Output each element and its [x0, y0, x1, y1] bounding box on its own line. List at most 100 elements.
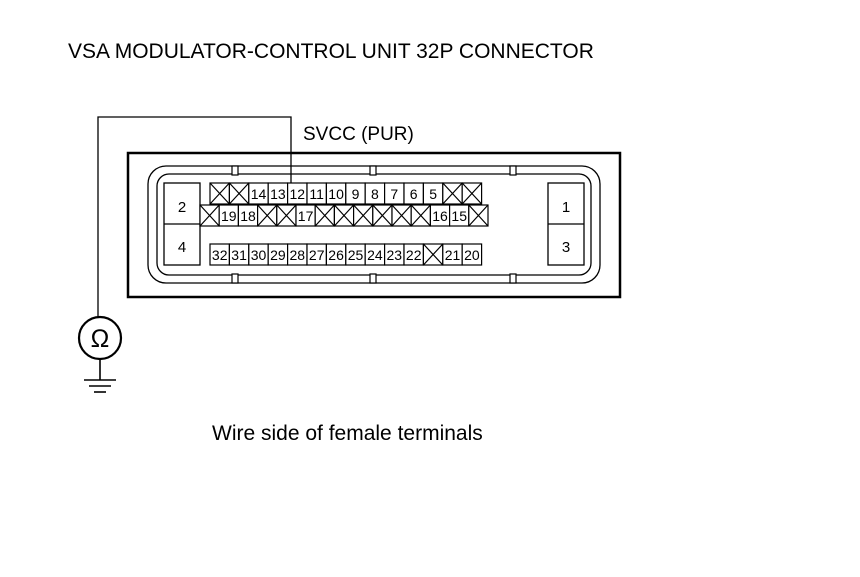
terminal-number: 25: [348, 247, 364, 263]
terminal-number: 19: [221, 208, 237, 224]
terminal-3: 3: [562, 239, 570, 256]
blank-terminal: [442, 182, 463, 205]
terminal-number: 16: [432, 208, 448, 224]
blank-cross: [461, 182, 483, 205]
ohmmeter-symbol: Ω: [91, 325, 110, 353]
terminal-number: 6: [410, 186, 418, 202]
blank-terminal: [468, 204, 489, 227]
blank-cross: [228, 182, 250, 205]
terminal-25: 25: [345, 243, 366, 266]
terminal-number: 17: [298, 208, 314, 224]
blank-terminal: [461, 182, 483, 205]
terminal-26: 26: [325, 243, 347, 266]
blank-cross: [442, 182, 463, 205]
blank-terminal: [276, 204, 297, 227]
blank-cross: [391, 204, 412, 227]
terminal-7: 7: [384, 182, 405, 205]
terminal-number: 11: [309, 186, 324, 202]
terminal-10: 10: [325, 182, 347, 205]
terminal-number: 31: [231, 247, 247, 263]
terminal-number: 23: [387, 247, 403, 263]
terminal-12: 12: [287, 182, 308, 205]
blank-terminal: [228, 182, 250, 205]
terminal-5: 5: [422, 182, 444, 205]
terminal-number: 7: [390, 186, 398, 202]
terminal-29: 29: [267, 243, 289, 266]
blank-terminal: [257, 204, 278, 227]
terminal-24: 24: [364, 243, 386, 266]
blank-cross: [333, 204, 355, 227]
terminal-15: 15: [449, 204, 470, 227]
terminal-23: 23: [384, 243, 405, 266]
terminal-number: 12: [290, 186, 306, 202]
blank-cross: [209, 182, 230, 205]
terminal-6: 6: [403, 182, 424, 205]
terminal-13: 13: [267, 182, 289, 205]
terminal-number: 29: [270, 247, 286, 263]
blank-cross: [353, 204, 374, 227]
terminal-number: 21: [445, 247, 461, 263]
terminal-number: 32: [212, 247, 228, 263]
terminal-9: 9: [345, 182, 366, 205]
terminal-14: 14: [248, 182, 269, 205]
terminal-27: 27: [306, 243, 327, 266]
terminal-17: 17: [295, 204, 316, 227]
wire-label: SVCC (PUR): [303, 124, 414, 145]
terminal-1: 1: [562, 199, 570, 216]
blank-terminal: [314, 204, 336, 227]
diagram-title: VSA MODULATOR-CONTROL UNIT 32P CONNECTOR: [68, 40, 594, 63]
connector-housing: [126, 151, 622, 299]
terminal-20: 20: [461, 243, 483, 266]
terminal-32: 32: [209, 243, 230, 266]
blank-cross: [314, 204, 335, 227]
terminal-number: 30: [251, 247, 267, 263]
blank-cross: [372, 204, 393, 227]
blank-cross: [276, 204, 297, 227]
terminal-number: 22: [406, 247, 422, 263]
blank-terminal: [333, 204, 355, 227]
blank-terminal: [422, 243, 444, 266]
terminal-number: 14: [251, 186, 267, 202]
blank-terminal: [372, 204, 393, 227]
terminal-number: 26: [328, 247, 344, 263]
ground-icon: [84, 359, 116, 393]
terminal-30: 30: [248, 243, 269, 266]
terminal-number: 24: [367, 247, 383, 263]
terminal-22: 22: [403, 243, 424, 266]
terminal-8: 8: [364, 182, 386, 205]
terminal-number: 20: [464, 247, 480, 263]
terminal-31: 31: [228, 243, 250, 266]
terminal-21: 21: [442, 243, 463, 266]
blank-terminal: [391, 204, 412, 227]
terminal-number: 15: [451, 208, 467, 224]
blank-cross: [199, 204, 220, 227]
blank-cross: [422, 243, 444, 266]
terminal-18: 18: [237, 204, 259, 227]
terminal-number: 10: [328, 186, 344, 202]
blank-terminal: [199, 204, 220, 227]
terminal-4: 4: [178, 239, 186, 256]
terminal-number: 5: [429, 186, 437, 202]
terminal-19: 19: [218, 204, 239, 227]
terminal-number: 8: [371, 186, 379, 202]
blank-terminal: [209, 182, 230, 205]
terminal-number: 28: [290, 247, 306, 263]
caption: Wire side of female terminals: [212, 422, 483, 445]
terminal-11: 11: [306, 182, 327, 205]
terminal-2: 2: [178, 199, 186, 216]
terminal-number: 9: [352, 186, 360, 202]
terminal-16: 16: [429, 204, 451, 227]
blank-cross: [468, 204, 489, 227]
blank-cross: [410, 204, 431, 227]
terminal-number: 13: [270, 186, 286, 202]
probe-wire: [97, 116, 292, 318]
ohmmeter-icon: Ω: [77, 315, 123, 361]
blank-cross: [257, 204, 278, 227]
blank-terminal: [410, 204, 432, 227]
terminal-28: 28: [287, 243, 308, 266]
terminal-number: 27: [309, 247, 325, 263]
blank-terminal: [353, 204, 374, 227]
terminal-number: 18: [240, 208, 256, 224]
